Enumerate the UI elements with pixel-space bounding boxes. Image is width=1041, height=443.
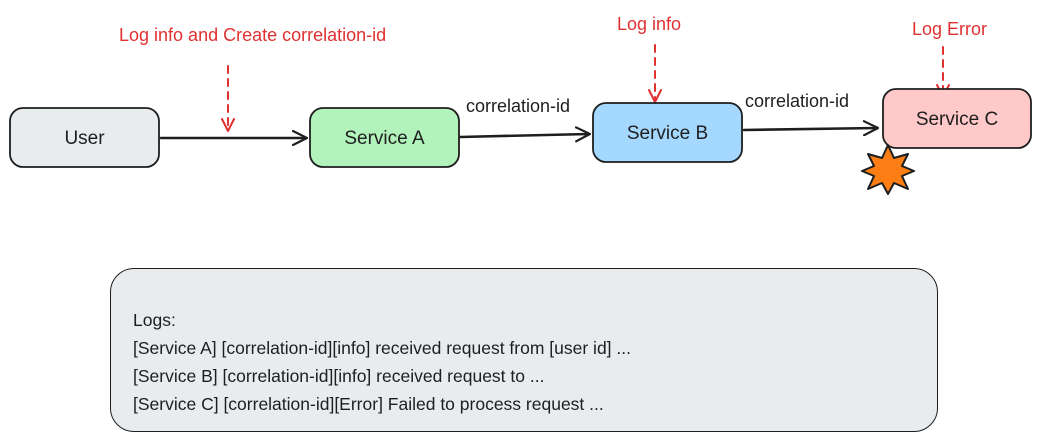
logs-panel: Logs: [Service A] [correlation-id][info]… — [110, 268, 938, 432]
node-user — [9, 107, 160, 168]
annotation-service-c: Log Error — [912, 19, 987, 39]
edge-label-b-to-c: correlation-id — [745, 91, 849, 111]
log-line-service-a: [Service A] [correlation-id][info] recei… — [133, 338, 631, 358]
explosion-icon — [861, 144, 915, 195]
node-user-label: User — [64, 128, 105, 149]
node-service-b-label: Service B — [627, 123, 708, 144]
logs-content: Logs: [Service A] [correlation-id][info]… — [133, 306, 631, 418]
node-service-c-label: Service C — [916, 109, 998, 130]
log-line-service-c: [Service C] [correlation-id][Error] Fail… — [133, 394, 604, 414]
edge-label-a-to-b: correlation-id — [466, 96, 570, 116]
node-service-a — [309, 107, 460, 168]
arrow-service-a-to-service-b — [458, 134, 589, 137]
annotation-service-a: Log info and Create correlation-id — [119, 25, 386, 45]
logs-title: Logs: — [133, 310, 176, 330]
annotation-service-b: Log info — [617, 14, 681, 34]
node-service-c — [882, 88, 1032, 149]
node-service-a-label: Service A — [344, 128, 425, 149]
arrow-service-b-to-service-c — [742, 128, 877, 130]
log-line-service-b: [Service B] [correlation-id][info] recei… — [133, 366, 545, 386]
node-service-b — [592, 102, 743, 163]
